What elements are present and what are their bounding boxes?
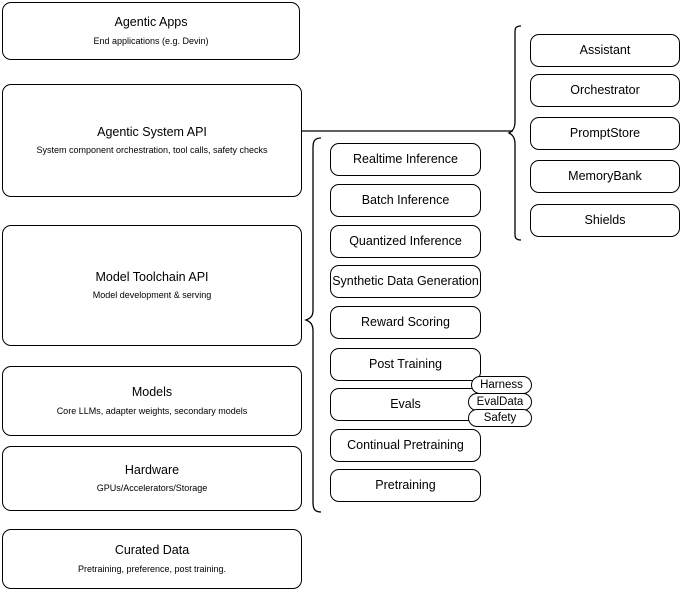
layer-title: Hardware — [124, 462, 180, 477]
capability-label: Realtime Inference — [353, 151, 458, 166]
capability-synthetic-data-generation[interactable]: Synthetic Data Generation — [330, 265, 481, 298]
capability-evals[interactable]: Evals — [330, 388, 481, 421]
layer-subtitle: System component orchestration, tool cal… — [36, 145, 268, 156]
capability-realtime-inference[interactable]: Realtime Inference — [330, 143, 481, 176]
layer-model-toolchain-api[interactable]: Model Toolchain API Model development & … — [2, 225, 302, 346]
layer-title: Curated Data — [114, 543, 190, 558]
capability-reward-scoring[interactable]: Reward Scoring — [330, 306, 481, 339]
capability-label: Reward Scoring — [361, 314, 450, 329]
layer-subtitle: Model development & serving — [92, 290, 212, 301]
layer-subtitle: Core LLMs, adapter weights, secondary mo… — [56, 405, 248, 416]
capability-label: Continual Pretraining — [347, 437, 464, 452]
component-label: Shields — [584, 212, 626, 227]
layer-subtitle: GPUs/Accelerators/Storage — [96, 483, 208, 494]
layer-subtitle: End applications (e.g. Devin) — [93, 35, 209, 46]
capability-continual-pretraining[interactable]: Continual Pretraining — [330, 429, 481, 462]
layer-hardware[interactable]: Hardware GPUs/Accelerators/Storage — [2, 446, 302, 511]
evals-badge-harness[interactable]: Harness — [471, 376, 532, 394]
capability-label: Quantized Inference — [349, 233, 462, 248]
evals-badge-label: EvalData — [476, 396, 524, 408]
layer-title: Models — [131, 385, 173, 400]
capability-pretraining[interactable]: Pretraining — [330, 469, 481, 502]
component-orchestrator[interactable]: Orchestrator — [530, 74, 680, 107]
capability-label: Post Training — [369, 356, 442, 371]
component-assistant[interactable]: Assistant — [530, 34, 680, 67]
layer-subtitle: Pretraining, preference, post training. — [77, 563, 227, 574]
component-label: PromptStore — [569, 125, 641, 140]
evals-badge-safety[interactable]: Safety — [468, 409, 532, 427]
capability-post-training[interactable]: Post Training — [330, 348, 481, 381]
layer-agentic-system-api[interactable]: Agentic System API System component orch… — [2, 84, 302, 197]
system-components-brace — [507, 25, 522, 241]
component-shields[interactable]: Shields — [530, 204, 680, 237]
capability-label: Evals — [390, 396, 421, 411]
layer-agentic-apps[interactable]: Agentic Apps End applications (e.g. Devi… — [2, 2, 300, 60]
component-label: Orchestrator — [570, 82, 640, 97]
capability-batch-inference[interactable]: Batch Inference — [330, 184, 481, 217]
capability-label: Synthetic Data Generation — [332, 273, 479, 288]
evals-badge-label: Safety — [483, 412, 517, 424]
component-label: Assistant — [579, 42, 631, 57]
capability-quantized-inference[interactable]: Quantized Inference — [330, 225, 481, 258]
layer-title: Agentic System API — [97, 124, 207, 139]
capability-label: Pretraining — [375, 477, 436, 492]
toolchain-capabilities-brace — [304, 137, 322, 513]
component-label: MemoryBank — [568, 168, 642, 183]
component-memory-bank[interactable]: MemoryBank — [530, 160, 680, 193]
layer-curated-data[interactable]: Curated Data Pretraining, preference, po… — [2, 529, 302, 589]
layer-title: Model Toolchain API — [95, 269, 209, 284]
evals-badge-label: Harness — [480, 379, 523, 391]
component-prompt-store[interactable]: PromptStore — [530, 117, 680, 150]
layer-models[interactable]: Models Core LLMs, adapter weights, secon… — [2, 366, 302, 436]
capability-label: Batch Inference — [361, 192, 450, 207]
layer-title: Agentic Apps — [114, 15, 188, 30]
